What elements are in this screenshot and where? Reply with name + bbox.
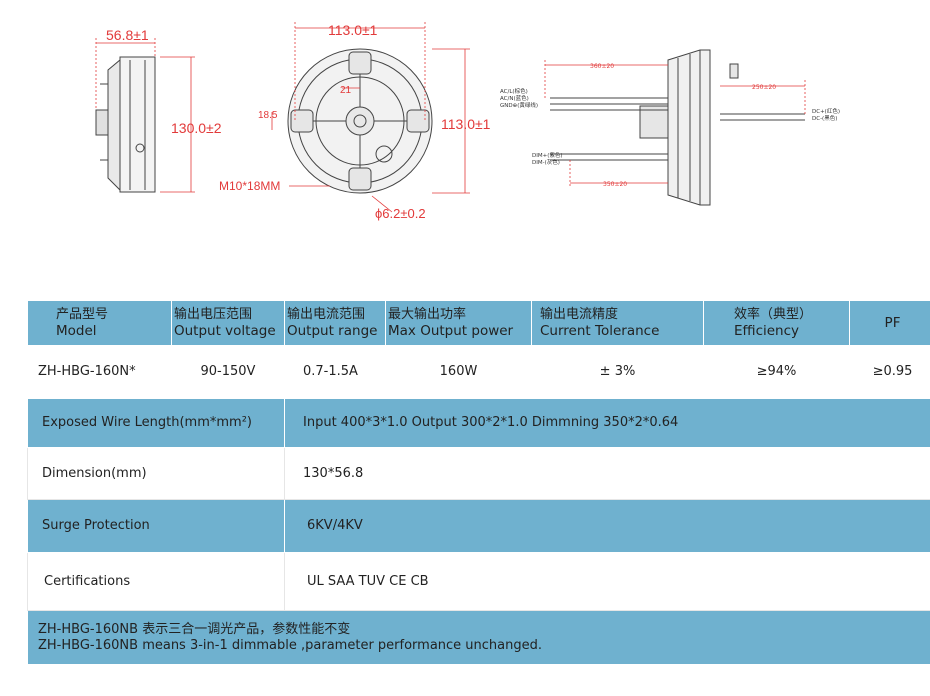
side-height-dim: 130.0±2 bbox=[171, 120, 222, 136]
table-row-model: ZH-HBG-160N* 90-150V 0.7-1.5A 160W ± 3% … bbox=[27, 345, 930, 399]
wire-length-value: Input 400*3*1.0 Output 300*2*1.0 Dimmnin… bbox=[284, 398, 930, 448]
cell-pf: ≥0.95 bbox=[849, 345, 930, 399]
header-max-output-power: 最大输出功率 Max Output power bbox=[385, 300, 532, 346]
side-width-dim: 56.8±1 bbox=[106, 27, 149, 43]
dimension-value: 130*56.8 bbox=[284, 447, 930, 500]
cable-dim-dim: 350±20 bbox=[603, 181, 627, 188]
hole-dim: ϕ6.2±0.2 bbox=[375, 206, 426, 221]
side-view-drawing bbox=[95, 56, 156, 193]
cell-max-output-power: 160W bbox=[385, 345, 532, 399]
header-efficiency: 效率（典型） Efficiency bbox=[703, 300, 850, 346]
spec-table: 产品型号 Model 输出电压范围 Output voltage 输出电流范围 … bbox=[27, 300, 930, 665]
header-output-range: 输出电流范围 Output range bbox=[284, 300, 386, 346]
certifications-value: UL SAA TUV CE CB bbox=[284, 552, 930, 611]
top-diameter-dim: 113.0±1 bbox=[328, 22, 378, 38]
header-pf: PF bbox=[849, 300, 930, 346]
top-view-drawing bbox=[287, 48, 433, 194]
dc-minus-label: DC-(黑色) bbox=[812, 114, 837, 122]
cell-efficiency: ≥94% bbox=[703, 345, 850, 399]
note-chinese: ZH-HBG-160NB 表示三合一调光产品，参数性能不变 bbox=[38, 621, 351, 637]
table-row-wire-length: Exposed Wire Length(mm*mm²) Input 400*3*… bbox=[27, 398, 930, 448]
table-row-note: ZH-HBG-160NB 表示三合一调光产品，参数性能不变 ZH-HBG-160… bbox=[27, 610, 930, 665]
table-row-certifications: Certifications UL SAA TUV CE CB bbox=[27, 552, 930, 611]
header-output-voltage: 输出电压范围 Output voltage bbox=[171, 300, 285, 346]
table-header-row: 产品型号 Model 输出电压范围 Output voltage 输出电流范围 … bbox=[27, 300, 930, 346]
cable-in-dim: 360±20 bbox=[590, 63, 614, 70]
cell-output-range: 0.7-1.5A bbox=[284, 345, 386, 399]
gnd-label: GND⊕(黄绿线) bbox=[500, 101, 538, 109]
wire-length-label: Exposed Wire Length(mm*mm²) bbox=[27, 398, 285, 448]
surge-label: Surge Protection bbox=[27, 499, 285, 553]
cell-output-voltage: 90-150V bbox=[171, 345, 285, 399]
certifications-label: Certifications bbox=[27, 552, 285, 611]
note-cell: ZH-HBG-160NB 表示三合一调光产品，参数性能不变 ZH-HBG-160… bbox=[27, 610, 930, 665]
technical-drawings: 56.8±1 130.0±2 113.0±1 113.0±1 18.5 21 M… bbox=[95, 22, 840, 221]
cable-view-drawing bbox=[550, 49, 805, 206]
thread-dim: M10*18MM bbox=[219, 179, 280, 193]
ac-l-label: AC/L(棕色) bbox=[500, 87, 528, 95]
dimension-label: Dimension(mm) bbox=[27, 447, 285, 500]
dim-plus-label: DIM+(紫色) bbox=[532, 151, 563, 159]
ac-n-label: AC/N(蓝色) bbox=[500, 94, 529, 102]
dc-plus-label: DC+(红色) bbox=[812, 107, 840, 115]
top-height-dim: 113.0±1 bbox=[441, 116, 491, 132]
header-current-tolerance: 输出电流精度 Current Tolerance bbox=[531, 300, 704, 346]
surge-value: 6KV/4KV bbox=[284, 499, 930, 553]
cell-model: ZH-HBG-160N* bbox=[27, 345, 172, 399]
cell-current-tolerance: ± 3% bbox=[531, 345, 704, 399]
dim-minus-label: DIM-(灰色) bbox=[532, 158, 560, 166]
cable-out-dim: 250±20 bbox=[752, 84, 776, 91]
offset-dim: 18.5 bbox=[258, 110, 278, 121]
note-english: ZH-HBG-160NB means 3-in-1 dimmable ,para… bbox=[38, 637, 543, 653]
header-model: 产品型号 Model bbox=[27, 300, 172, 346]
table-row-surge: Surge Protection 6KV/4KV bbox=[27, 499, 930, 553]
table-row-dimension: Dimension(mm) 130*56.8 bbox=[27, 447, 930, 500]
top-21-dim: 21 bbox=[340, 85, 352, 96]
